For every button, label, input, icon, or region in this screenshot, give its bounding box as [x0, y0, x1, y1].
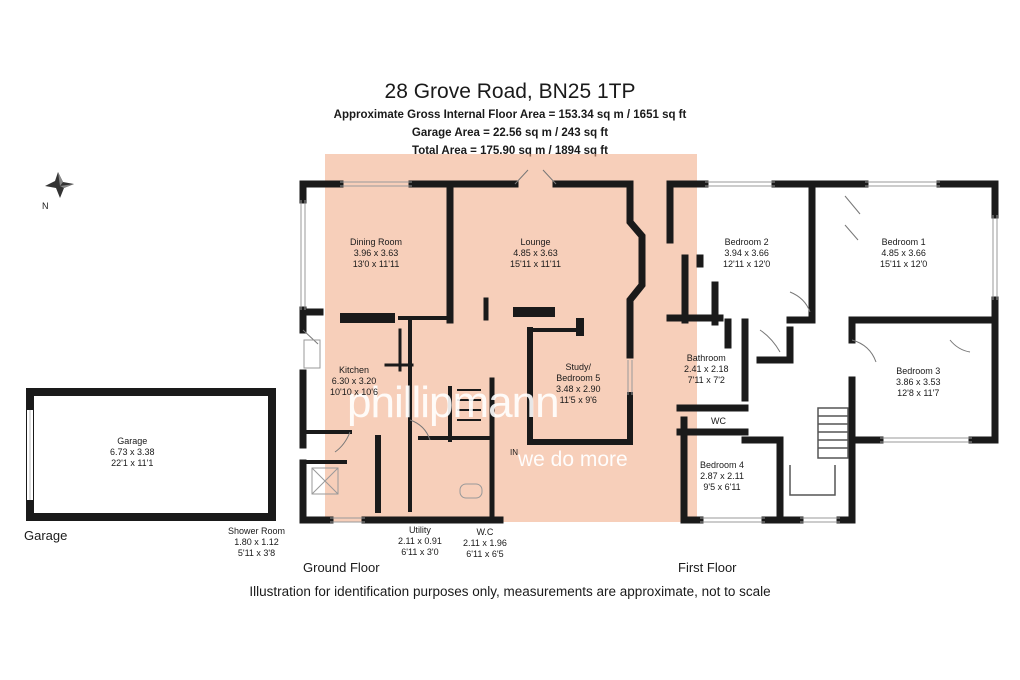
- room-label-wc-ground: W.C 2.11 x 1.96 6'11 x 6'5: [463, 527, 507, 560]
- disclaimer-text: Illustration for identification purposes…: [249, 584, 771, 599]
- room-imperial: 15'11 x 11'11: [510, 259, 561, 269]
- room-imperial: 11'5 x 9'6: [559, 395, 597, 405]
- room-imperial: 6'11 x 6'5: [466, 549, 504, 559]
- room-metric: 1.80 x 1.12: [234, 537, 279, 547]
- room-name: Garage: [117, 436, 148, 446]
- garage-floor-label: Garage: [24, 528, 68, 543]
- gross-area-text: Approximate Gross Internal Floor Area = …: [333, 109, 687, 121]
- room-name: Bedroom 4: [700, 460, 745, 470]
- room-imperial: 12'11 x 12'0: [723, 259, 771, 269]
- ground-floor-label: Ground Floor: [303, 560, 380, 575]
- room-imperial: 7'11 x 7'2: [687, 375, 725, 385]
- room-name: Shower Room: [228, 526, 286, 536]
- room-name: Bedroom 1: [881, 237, 926, 247]
- room-imperial: 6'11 x 3'0: [401, 547, 439, 557]
- watermark-tagline: we do more: [518, 448, 628, 471]
- room-imperial: 15'11 x 12'0: [880, 259, 928, 269]
- entrance-label: IN: [510, 448, 518, 457]
- first-floor-doors: [759, 195, 971, 363]
- property-address-title: 28 Grove Road, BN25 1TP: [384, 80, 636, 103]
- first-floor-walls: [666, 180, 999, 524]
- room-metric: 2.87 x 2.11: [700, 471, 744, 481]
- watermark-background: [325, 154, 697, 522]
- room-label-bedroom-2: Bedroom 2 3.94 x 3.66 12'11 x 12'0: [723, 237, 770, 270]
- room-label-kitchen: Kitchen 6.30 x 3.20 10'10 x 10'6: [330, 365, 378, 398]
- watermark-brand-name: phillipmann: [347, 378, 560, 427]
- room-name: Lounge: [520, 237, 551, 247]
- garage-area-text: Garage Area = 22.56 sq m / 243 sq ft: [411, 127, 609, 139]
- compass-north-label: N: [42, 201, 49, 211]
- room-name: Utility: [408, 525, 431, 535]
- room-metric: 2.41 x 2.18: [684, 364, 729, 374]
- room-imperial: 5'11 x 3'8: [237, 548, 276, 558]
- room-label-study: Study/ Bedroom 5 3.48 x 2.90 11'5 x 9'6: [556, 362, 601, 406]
- room-metric: 2.11 x 1.96: [463, 538, 507, 548]
- room-label-bathroom: Bathroom 2.41 x 2.18 7'11 x 7'2: [684, 353, 729, 386]
- room-label-shower-room: Shower Room 1.80 x 1.12 5'11 x 3'8: [228, 526, 285, 559]
- room-name: Study/: [565, 362, 592, 372]
- room-name-2: Bedroom 5: [556, 373, 601, 383]
- ground-floor-windows: [300, 181, 633, 523]
- compass-icon: [45, 172, 74, 198]
- first-floor-stairs: [789, 407, 849, 496]
- room-label-lounge: Lounge 4.85 x 3.63 15'11 x 11'11: [510, 237, 561, 270]
- room-metric: 4.85 x 3.66: [881, 248, 926, 258]
- room-name: Bedroom 2: [724, 237, 769, 247]
- room-name: Bedroom 3: [896, 366, 941, 376]
- room-name: W.C: [476, 527, 494, 537]
- room-label-dining-room: Dining Room 3.96 x 3.63 13'0 x 11'11: [350, 237, 402, 270]
- room-imperial: 10'10 x 10'6: [330, 387, 378, 397]
- room-metric: 3.48 x 2.90: [556, 384, 601, 394]
- room-metric: 6.30 x 3.20: [331, 376, 377, 386]
- room-metric: 4.85 x 3.63: [513, 248, 558, 258]
- room-metric: 6.73 x 3.38: [110, 447, 155, 457]
- room-label-bedroom-1: Bedroom 1 4.85 x 3.66 15'11 x 12'0: [880, 237, 927, 270]
- room-metric: 2.11 x 0.91: [398, 536, 442, 546]
- room-label-garage: Garage 6.73 x 3.38 22'1 x 11'1: [110, 436, 155, 469]
- room-label-bedroom-3: Bedroom 3 3.86 x 3.53 12'8 x 11'7: [896, 366, 941, 399]
- room-metric: 3.86 x 3.53: [896, 377, 941, 387]
- room-name: Dining Room: [350, 237, 403, 247]
- room-metric: 3.96 x 3.63: [353, 248, 399, 258]
- room-label-bedroom-4: Bedroom 4 2.87 x 2.11 9'5 x 6'11: [700, 460, 744, 493]
- room-label-utility: Utility 2.11 x 0.91 6'11 x 3'0: [398, 525, 442, 558]
- first-floor-windows: [700, 181, 998, 523]
- room-label-wc-first: WC: [711, 416, 726, 426]
- first-floor-label: First Floor: [678, 560, 737, 575]
- room-imperial: 9'5 x 6'11: [703, 482, 741, 492]
- room-name: Kitchen: [338, 365, 369, 375]
- ground-floor-fixtures: [303, 339, 483, 499]
- room-imperial: 22'1 x 11'1: [111, 458, 154, 468]
- room-imperial: 12'8 x 11'7: [897, 388, 940, 398]
- ground-floor-doors: [302, 169, 557, 453]
- room-imperial: 13'0 x 11'11: [352, 259, 400, 269]
- room-name: Bathroom: [686, 353, 726, 363]
- ground-floor-walls: [299, 180, 646, 524]
- room-metric: 3.94 x 3.66: [724, 248, 769, 258]
